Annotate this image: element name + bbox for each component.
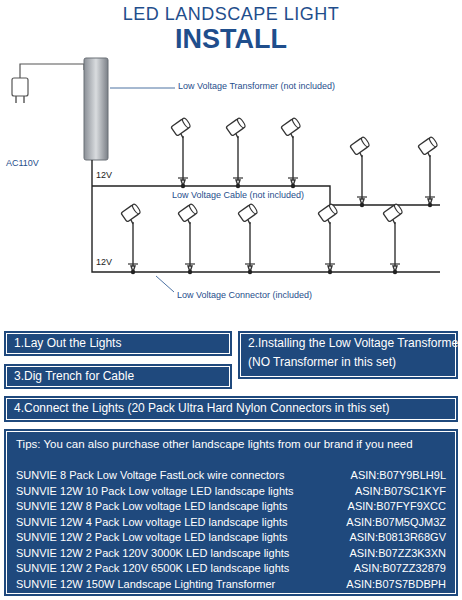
product-name: SUNVIE 12W 2 Pack 120V 3000K LED landsca…: [16, 547, 289, 559]
asin-code: ASIN:B07ZZ32879: [354, 562, 446, 574]
product-name: SUNVIE 12W 4 Pack Low voltage LED landsc…: [16, 516, 287, 528]
diagram-label: Low Voltage Connector (included): [177, 290, 312, 300]
diagram-label: AC110V: [6, 158, 39, 168]
diagram-label: Low Voltage Transformer (not included): [178, 81, 335, 91]
product-name: SUNVIE 8 Pack Low Voltage FastLock wire …: [16, 469, 284, 481]
diagram-label: Low Voltage Cable (not included): [172, 190, 304, 200]
product-name: SUNVIE 12W 10 Pack Low voltage LED lands…: [16, 485, 294, 497]
title: LED LANDSCAPE LIGHT: [0, 4, 462, 25]
step-text: 1.Lay Out the Lights: [14, 336, 222, 351]
asin-code: ASIN:B0813R68GV: [349, 531, 446, 543]
landscape-lights: [121, 117, 438, 272]
tips-panel: Tips: You can also purchase other landsc…: [4, 429, 458, 596]
product-name: SUNVIE 12W 2 Pack 120V 6500K LED landsca…: [16, 562, 289, 574]
transformer: [84, 58, 108, 160]
asin-code: ASIN:B07SC1KYF: [355, 485, 446, 497]
asin-code: ASIN:B07FYF9XCC: [348, 500, 446, 512]
wire-connectors: [131, 184, 432, 274]
asin-code: ASIN:B07S7BDBPH: [346, 578, 446, 590]
asin-code: ASIN:B07M5QJM3Z: [346, 516, 446, 528]
step-box: 3.Dig Trench for Cable: [4, 364, 232, 389]
diagram-label: 12V: [96, 257, 112, 267]
product-name: SUNVIE 12W 2 Pack Low voltage LED landsc…: [16, 531, 287, 543]
leader-line: [156, 276, 174, 292]
step-text: 3.Dig Trench for Cable: [14, 369, 222, 384]
asin-code: ASIN:B07ZZ3K3XN: [349, 547, 446, 559]
step-box: 2.Installing the Low Voltage Transformer…: [238, 331, 458, 379]
step-box: 1.Lay Out the Lights: [4, 331, 232, 356]
leader-line: [110, 88, 175, 89]
wall-plug: [12, 64, 84, 103]
subtitle: INSTALL: [0, 24, 462, 55]
step-box: 4.Connect the Lights (20 Pack Ultra Hard…: [4, 396, 458, 422]
step-text: 4.Connect the Lights (20 Pack Ultra Hard…: [14, 401, 448, 416]
diagram-label: 12V: [96, 170, 112, 180]
product-name: SUNVIE 12W 8 Pack Low voltage LED landsc…: [16, 500, 287, 512]
step-text: (NO Transformer in this set): [248, 355, 448, 370]
low-voltage-wire: [92, 160, 440, 272]
product-name: SUNVIE 12W 150W Landscape Lighting Trans…: [16, 578, 275, 590]
tips-heading: Tips: You can also purchase other landsc…: [16, 438, 413, 450]
asin-code: ASIN:B07Y9BLH9L: [351, 469, 446, 481]
step-text: 2.Installing the Low Voltage Transformer: [248, 336, 448, 351]
